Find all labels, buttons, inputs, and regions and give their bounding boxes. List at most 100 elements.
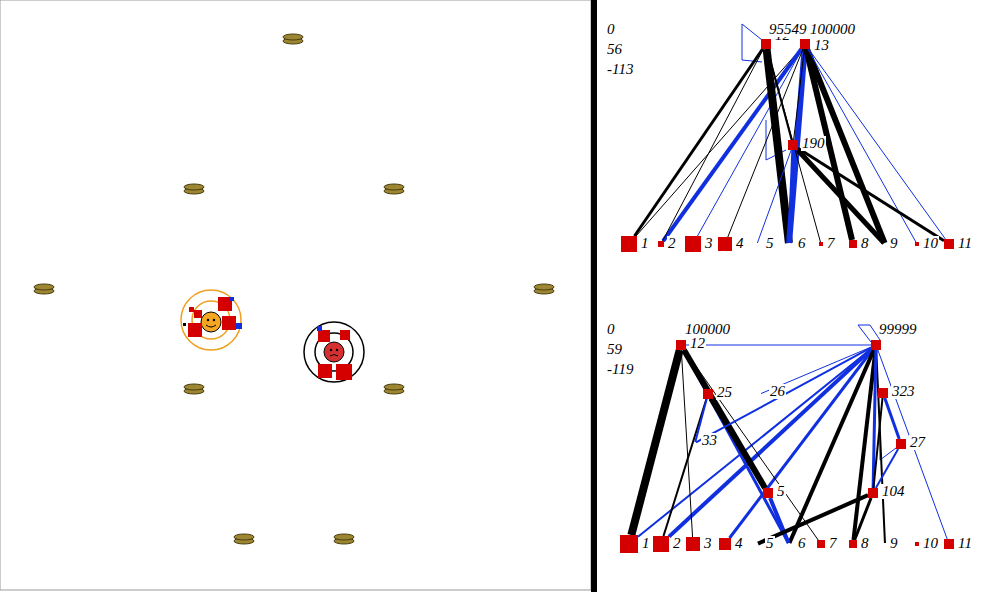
network-node: 13 [871, 340, 881, 350]
network-node: 11 [944, 539, 954, 549]
node-number: 11 [957, 536, 973, 551]
connection-line [876, 449, 898, 488]
network-node: 11 [944, 239, 954, 249]
network-node: 3 [686, 537, 700, 551]
network-node: 190 [788, 140, 798, 150]
network-node: 26 [759, 393, 761, 395]
connection-line [789, 350, 873, 543]
node-number: 104 [881, 484, 906, 499]
connection-line [809, 49, 946, 239]
stat-number: -113 [606, 62, 634, 77]
red-agent [304, 322, 364, 382]
network-node: 4 [718, 237, 732, 251]
node-number: 9 [889, 236, 899, 251]
network-node: 6 [788, 543, 790, 545]
network-node: 12 [761, 39, 771, 49]
network-node: 323 [878, 388, 888, 398]
network-node: 1 [621, 236, 637, 252]
connection-line [874, 398, 883, 488]
network-node: 9 [884, 543, 886, 545]
connection-line [757, 150, 791, 243]
node-number: 4 [734, 536, 744, 551]
divider [591, 0, 597, 592]
node-number: 3 [703, 536, 713, 551]
network-node: 2 [653, 536, 669, 552]
network-node: 7 [819, 242, 823, 246]
stat-number: -119 [606, 362, 634, 377]
node-number: 33 [701, 433, 718, 448]
network-node: 9 [884, 243, 886, 245]
node-number: 12 [689, 336, 706, 351]
node-number: 6 [797, 536, 807, 551]
network-node: 13 [800, 39, 810, 49]
network-node: 5 [756, 243, 758, 245]
connection-line [684, 350, 765, 488]
node-number: 27 [909, 435, 926, 450]
network-node: 2 [658, 241, 664, 247]
connection-line [728, 49, 803, 237]
connection-line [767, 49, 791, 140]
stat-number: 100000 [684, 322, 731, 337]
node-number: 1 [640, 236, 650, 251]
connection-line [685, 350, 819, 540]
connection-line [684, 350, 789, 543]
node-number: 323 [891, 384, 916, 399]
node-number: 7 [826, 236, 836, 251]
connection-line [855, 498, 871, 540]
connection-line [767, 49, 789, 243]
network-node: 5 [763, 488, 773, 498]
node-number: 6 [797, 236, 807, 251]
node-number: 2 [667, 236, 677, 251]
network-node: 10 [915, 542, 919, 546]
network-node: 10 [915, 242, 919, 246]
node-number: 9 [889, 536, 899, 551]
network-node: 27 [896, 439, 906, 449]
network-node: 5 [756, 543, 758, 545]
connection-line [681, 350, 692, 537]
network-node: 4 [719, 538, 731, 550]
node-number: 2 [672, 536, 682, 551]
node-number: 1 [641, 536, 651, 551]
stat-number: 99999 [878, 322, 918, 337]
stat-number: 59 [606, 342, 623, 357]
connection-line [664, 399, 707, 536]
network-node: 7 [817, 540, 825, 548]
connection-line [885, 398, 899, 439]
network-node: 33 [694, 442, 696, 444]
node-number: 10 [922, 236, 939, 251]
network-node: 25 [703, 389, 713, 399]
node-number: 10 [922, 536, 939, 551]
node-number: 4 [735, 236, 745, 251]
node-number: 8 [860, 236, 870, 251]
connection-line [634, 49, 762, 236]
node-number: 25 [716, 385, 733, 400]
connection-line [878, 350, 947, 539]
node-number: 3 [704, 236, 714, 251]
connection-line [686, 345, 871, 346]
node-number: 7 [828, 536, 838, 551]
node-number: 5 [765, 536, 775, 551]
orange-agent [181, 290, 242, 350]
arena-ground [0, 0, 591, 590]
connection-line [853, 350, 875, 540]
node-number: 13 [813, 38, 830, 53]
node-number: 11 [957, 236, 973, 251]
connection-line [794, 49, 805, 140]
node-number: 5 [776, 484, 786, 499]
network-node: 3 [685, 236, 701, 252]
stat-number: 0 [606, 322, 616, 337]
stat-number: 56 [606, 42, 623, 57]
network-node: 12 [676, 340, 686, 350]
node-number: 190 [801, 136, 826, 151]
network-node: 6 [788, 243, 790, 245]
connection-line [798, 150, 884, 243]
connection-line [789, 150, 793, 243]
connection-line [798, 148, 944, 241]
network-node: 1 [620, 535, 638, 553]
stat-number: 0 [606, 22, 616, 37]
node-number: 26 [769, 384, 786, 399]
connection-line [696, 348, 871, 443]
connection-line [758, 495, 868, 543]
